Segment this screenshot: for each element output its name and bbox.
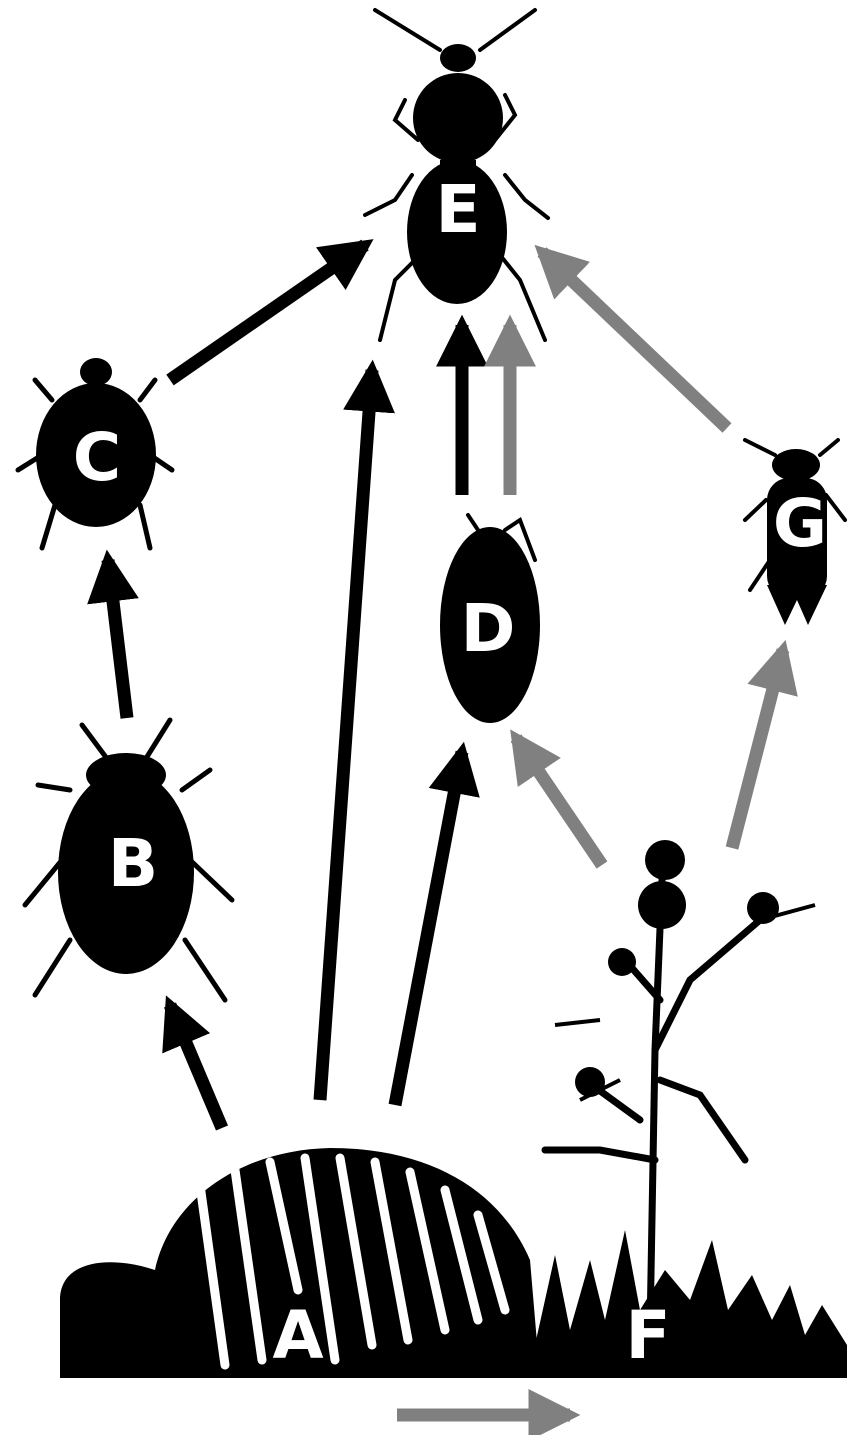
node-label-a: A bbox=[272, 1297, 323, 1374]
node-label-e: E bbox=[435, 171, 480, 248]
arrow-f-to-d bbox=[516, 738, 602, 865]
node-label-d: D bbox=[461, 590, 516, 667]
node-label-g: G bbox=[773, 485, 827, 562]
arrow-f-to-g bbox=[732, 650, 783, 848]
node-label-f: F bbox=[625, 1297, 670, 1374]
node-label-c: C bbox=[73, 419, 121, 496]
arrow-b-to-c bbox=[108, 560, 127, 718]
arrow-g-to-e bbox=[542, 252, 727, 428]
node-label-b: B bbox=[108, 825, 158, 902]
thistle-plant-icon bbox=[500, 840, 847, 1378]
arrow-a-to-e bbox=[320, 370, 372, 1100]
arrow-c-to-e bbox=[170, 245, 365, 380]
arrow-a-to-b bbox=[170, 1005, 222, 1128]
arrow-a-to-d bbox=[395, 752, 462, 1105]
